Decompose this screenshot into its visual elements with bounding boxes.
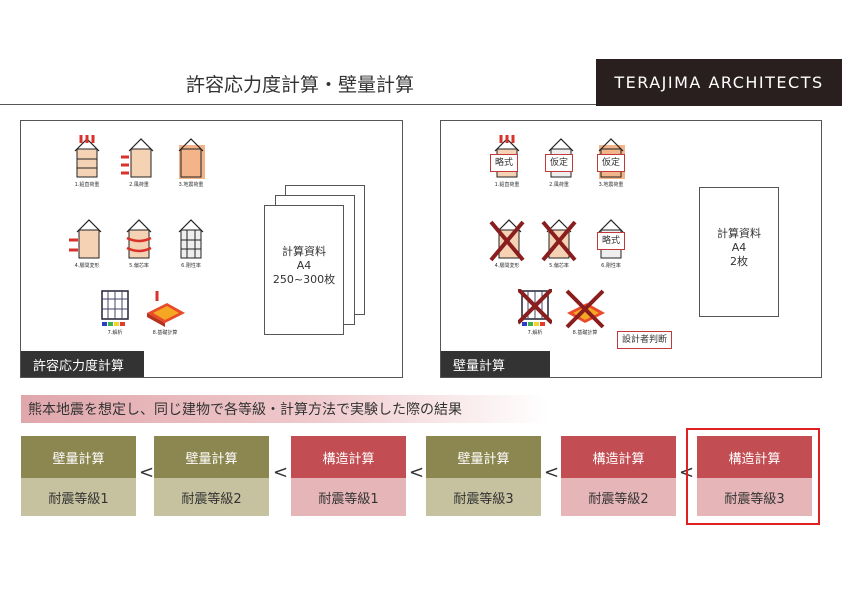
document-caption: 計算資料 A4 250~300枚 [264,245,344,287]
less-than-separator: < [409,462,425,483]
document-sheet [699,187,779,317]
comparison-card: 壁量計算 耐震等級1 [21,436,136,516]
house-frame-crossed-icon [489,219,525,262]
figure-wind-load: 2.風荷重 [117,135,161,188]
card-method: 壁量計算 [154,436,269,478]
card-method: 壁量計算 [21,436,136,478]
document-size: A4 [731,241,747,254]
figure-label: 6.剛性率 [181,263,201,269]
figure-label: 4.層間変形 [494,263,520,269]
approximate-stamp: 略式 [490,154,519,172]
right-panel-label: 壁量計算 [441,351,550,377]
figure-label: 1.鉛直荷重 [74,182,100,188]
figure-eccentricity: 5.偏芯率 [537,216,581,269]
figure-eccentricity: 5.偏芯率 [117,216,161,269]
left-panel-label: 許容応力度計算 [21,351,144,377]
assumed-stamp: 仮定 [597,154,626,172]
title-rule [0,104,596,105]
figure-label: 3.地震荷重 [178,182,204,188]
card-grade: 耐震等級1 [291,478,406,516]
foundation-icon [147,291,185,327]
comparison-card: 壁量計算 耐震等級2 [154,436,269,516]
figure-analysis: 7.解析 [93,289,137,336]
card-grade: 耐震等級3 [426,478,541,516]
brand-logo: TERAJIMA ARCHITECTS [596,59,842,106]
figure-label: 4.層間変形 [74,263,100,269]
figure-stiffness: 6.剛性率 [169,216,213,269]
comparison-card: 構造計算 耐震等級3 [697,436,812,516]
figure-label: 5.偏芯率 [129,263,149,269]
designer-judgment-stamp: 設計者判断 [617,331,673,349]
figure-label: 3.地震荷重 [598,182,624,188]
house-frame-icon [126,219,152,259]
figure-label: 7.解析 [107,330,123,336]
figure-label: 2.風荷重 [129,182,149,188]
card-grade: 耐震等級2 [561,478,676,516]
best-result-highlight [686,428,820,525]
experiment-banner: 熊本地震を想定し、同じ建物で各等級・計算方法で実験した際の結果 [21,395,548,423]
right-panel: 1.鉛直荷重 2.風荷重 3.地震荷重 4.層間変形 5.偏芯率 [440,120,822,378]
less-than-separator: < [273,462,289,483]
figure-label: 2.風荷重 [549,182,569,188]
plan-grid-icon [101,290,129,326]
house-frame-icon [121,138,154,178]
document-title: 計算資料 [717,227,761,240]
page-title: 許容応力度計算・壁量計算 [185,74,414,96]
approximate-stamp: 略式 [597,232,626,250]
plan-grid-crossed-icon [518,289,552,326]
assumed-stamp: 仮定 [545,154,574,172]
foundation-crossed-icon [565,289,605,329]
document-sheet [264,205,344,335]
card-grade: 耐震等級3 [697,478,812,516]
figure-label: 7.解析 [527,330,543,336]
card-method: 壁量計算 [426,436,541,478]
figure-seismic-load: 3.地震荷重 [169,135,213,188]
comparison-card: 構造計算 耐震等級1 [291,436,406,516]
house-frame-crossed-icon [541,219,577,262]
house-frame-icon [178,219,204,259]
document-title: 計算資料 [282,245,326,258]
card-grade: 耐震等級2 [154,478,269,516]
figure-analysis: 7.解析 [513,289,557,336]
house-frame-icon [178,138,205,179]
house-frame-icon [69,219,102,259]
comparison-card: 壁量計算 耐震等級3 [426,436,541,516]
card-method: 構造計算 [561,436,676,478]
house-frame-icon [74,135,100,178]
left-panel: 1.鉛直荷重 2.風荷重 3.地震荷重 4.層間変形 5.偏芯率 [20,120,403,378]
document-caption: 計算資料 A4 2枚 [699,227,779,269]
less-than-separator: < [139,462,155,483]
card-method: 構造計算 [697,436,812,478]
figure-label: 6.剛性率 [601,263,621,269]
figure-foundation: 8.基礎計算 [563,289,607,336]
document-pages: 2枚 [730,255,748,268]
figure-label: 8.基礎計算 [152,330,178,336]
figure-label: 8.基礎計算 [572,330,598,336]
comparison-card: 構造計算 耐震等級2 [561,436,676,516]
document-size: A4 [296,259,312,272]
card-grade: 耐震等級1 [21,478,136,516]
figure-label: 1.鉛直荷重 [494,182,520,188]
figure-label: 5.偏芯率 [549,263,569,269]
figure-drift: 4.層間変形 [485,216,529,269]
document-pages: 250~300枚 [272,273,336,286]
card-method: 構造計算 [291,436,406,478]
figure-foundation: 8.基礎計算 [143,289,187,336]
figure-vertical-load: 1.鉛直荷重 [65,135,109,188]
figure-drift: 4.層間変形 [65,216,109,269]
less-than-separator: < [544,462,560,483]
